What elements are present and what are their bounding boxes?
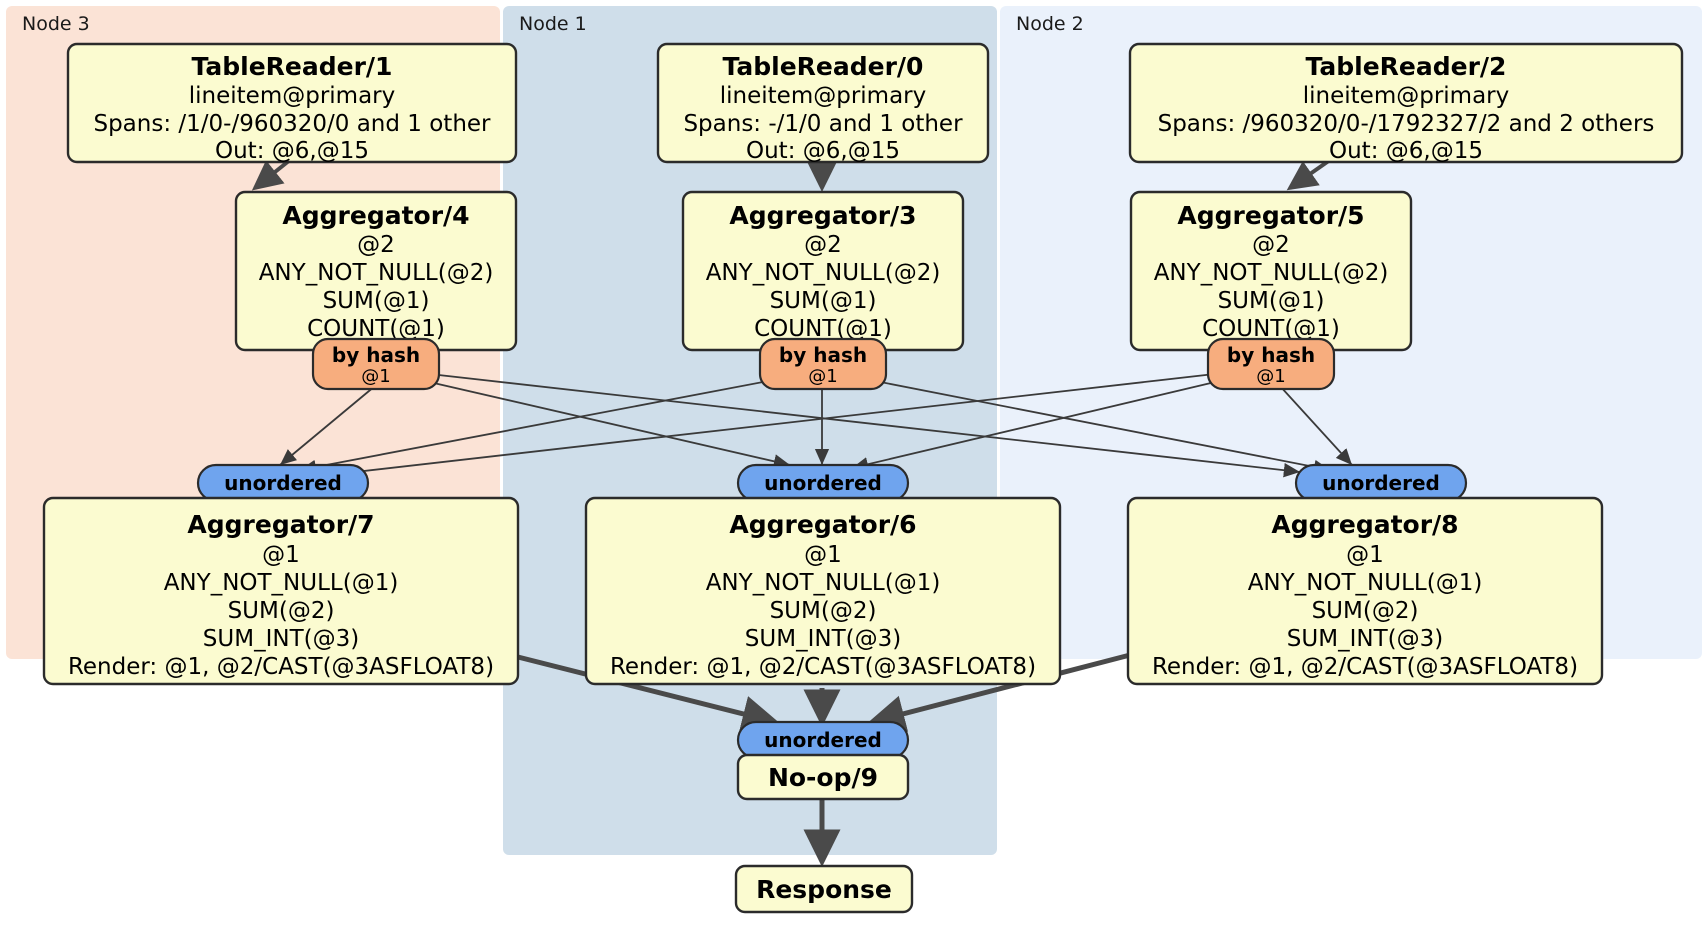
noop-title: No-op/9 (768, 763, 878, 792)
unordered-input-node1-label: unordered (764, 471, 882, 495)
aggregator-stage2-node3[interactable]: Aggregator/7 @1 ANY_NOT_NULL(@1) SUM(@2)… (42, 496, 520, 686)
unordered-input-node1[interactable]: unordered (736, 463, 910, 503)
unordered-input-final-label: unordered (764, 728, 882, 752)
aggregator7-title: Aggregator/7 (187, 510, 374, 539)
aggregator-stage2-node1[interactable]: Aggregator/6 @1 ANY_NOT_NULL(@1) SUM(@2)… (584, 496, 1062, 686)
edge-hash2-to-unordered1 (851, 377, 1233, 472)
table-reader-node1[interactable]: TableReader/0 lineitem@primary Spans: -/… (656, 42, 990, 164)
aggregator6-render: Render: @1, @2/CAST(@3ASFLOAT8) (610, 654, 1036, 680)
aggregator5-title: Aggregator/5 (1177, 201, 1364, 230)
unordered-input-node3[interactable]: unordered (196, 463, 370, 503)
unordered-input-final[interactable]: unordered (736, 720, 910, 760)
aggregator5-groupcol: @2 (1252, 232, 1290, 258)
table-reader-node3-spans: Spans: /1/0-/960320/0 and 1 other (93, 111, 491, 137)
edge-hash3-to-unordered1 (411, 377, 791, 469)
unordered-input-node3-label: unordered (224, 471, 342, 495)
edge-hash3-to-unordered2 (411, 371, 1301, 478)
table-reader-node1-index: lineitem@primary (720, 83, 926, 109)
edge-reader1-to-agg4 (251, 158, 292, 191)
table-reader-node1-out: Out: @6,@15 (746, 138, 900, 164)
aggregator7-agg3: SUM_INT(@3) (203, 626, 359, 652)
aggregator5-agg3: COUNT(@1) (1202, 316, 1340, 342)
table-reader-node1-title: TableReader/0 (723, 52, 924, 81)
table-reader-node3[interactable]: TableReader/1 lineitem@primary Spans: /1… (66, 42, 518, 164)
aggregator3-agg1: ANY_NOT_NULL(@2) (706, 260, 941, 286)
aggregator6-title: Aggregator/6 (729, 510, 916, 539)
edge-hash2-to-unordered3 (319, 371, 1233, 482)
aggregator3-title: Aggregator/3 (729, 201, 916, 230)
panel-node2-label: Node 2 (1016, 13, 1084, 35)
unordered-input-node2-label: unordered (1322, 471, 1440, 495)
aggregator6-agg2: SUM(@2) (770, 598, 877, 624)
aggregator4-groupcol: @2 (357, 232, 395, 258)
response-title: Response (756, 875, 892, 904)
edge-hash3-to-unordered3 (279, 385, 376, 466)
hash-router-node1-label: by hash (779, 343, 867, 367)
hash-router-node2-column: @1 (1256, 366, 1285, 387)
hash-router-node3-column: @1 (361, 366, 390, 387)
aggregator-stage2-node2[interactable]: Aggregator/8 @1 ANY_NOT_NULL(@1) SUM(@2)… (1126, 496, 1604, 686)
table-reader-node3-index: lineitem@primary (189, 83, 395, 109)
aggregator5-agg2: SUM(@1) (1218, 288, 1325, 314)
aggregator5-agg1: ANY_NOT_NULL(@2) (1154, 260, 1389, 286)
edge-agg8-to-final (867, 652, 1131, 732)
aggregator8-render: Render: @1, @2/CAST(@3ASFLOAT8) (1152, 654, 1578, 680)
response-node[interactable]: Response (734, 864, 914, 914)
table-reader-node2-out: Out: @6,@15 (1329, 138, 1483, 164)
edge-reader2-to-agg5 (1286, 158, 1332, 191)
aggregator8-groupcol: @1 (1346, 542, 1384, 568)
table-reader-node2[interactable]: TableReader/2 lineitem@primary Spans: /9… (1128, 42, 1684, 164)
aggregator-stage1-node3[interactable]: Aggregator/4 @2 ANY_NOT_NULL(@2) SUM(@1)… (234, 190, 518, 352)
hash-router-node1-column: @1 (808, 366, 837, 387)
hash-router-node3-label: by hash (332, 343, 420, 367)
aggregator8-agg2: SUM(@2) (1312, 598, 1419, 624)
aggregator7-agg1: ANY_NOT_NULL(@1) (164, 570, 399, 596)
aggregator3-groupcol: @2 (804, 232, 842, 258)
edge-hash1-to-unordered3 (299, 377, 785, 475)
aggregator-stage1-node1[interactable]: Aggregator/3 @2 ANY_NOT_NULL(@2) SUM(@1)… (681, 190, 965, 352)
aggregator6-groupcol: @1 (804, 542, 842, 568)
aggregator3-agg3: COUNT(@1) (754, 316, 892, 342)
hash-router-node2[interactable]: by hash @1 (1206, 337, 1336, 391)
aggregator8-title: Aggregator/8 (1271, 510, 1458, 539)
table-reader-node1-spans: Spans: -/1/0 and 1 other (683, 111, 963, 137)
aggregator7-groupcol: @1 (262, 542, 300, 568)
edge-hash1-to-unordered2 (859, 377, 1331, 474)
hash-router-node1[interactable]: by hash @1 (758, 337, 888, 391)
aggregator6-agg1: ANY_NOT_NULL(@1) (706, 570, 941, 596)
aggregator8-agg3: SUM_INT(@3) (1287, 626, 1443, 652)
noop-processor[interactable]: No-op/9 (736, 753, 910, 801)
panel-node1-label: Node 1 (519, 13, 587, 35)
aggregator4-agg1: ANY_NOT_NULL(@2) (259, 260, 494, 286)
unordered-input-node2[interactable]: unordered (1294, 463, 1468, 503)
aggregator4-agg3: COUNT(@1) (307, 316, 445, 342)
aggregator6-agg3: SUM_INT(@3) (745, 626, 901, 652)
table-reader-node2-spans: Spans: /960320/0-/1792327/2 and 2 others (1158, 111, 1655, 137)
aggregator7-agg2: SUM(@2) (228, 598, 335, 624)
edge-agg7-to-final (509, 652, 780, 732)
table-reader-node2-index: lineitem@primary (1303, 83, 1509, 109)
table-reader-node2-title: TableReader/2 (1306, 52, 1507, 81)
hash-router-node3[interactable]: by hash @1 (311, 337, 441, 391)
table-reader-node3-out: Out: @6,@15 (215, 138, 369, 164)
aggregator7-render: Render: @1, @2/CAST(@3ASFLOAT8) (68, 654, 494, 680)
aggregator4-agg2: SUM(@1) (323, 288, 430, 314)
aggregator-stage1-node2[interactable]: Aggregator/5 @2 ANY_NOT_NULL(@2) SUM(@1)… (1129, 190, 1413, 352)
panel-node3-label: Node 3 (22, 13, 90, 35)
table-reader-node3-title: TableReader/1 (192, 52, 393, 81)
aggregator3-agg2: SUM(@1) (770, 288, 877, 314)
hash-router-node2-label: by hash (1227, 343, 1315, 367)
aggregator8-agg1: ANY_NOT_NULL(@1) (1248, 570, 1483, 596)
aggregator4-title: Aggregator/4 (282, 201, 469, 230)
edge-hash2-to-unordered2 (1279, 385, 1353, 466)
